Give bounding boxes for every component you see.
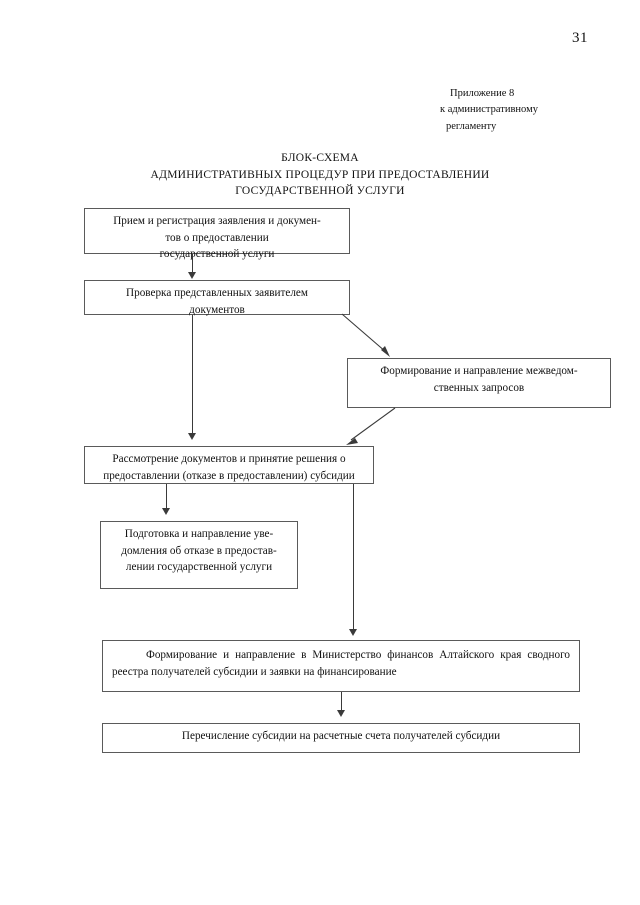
- edge-line: [192, 315, 193, 434]
- flow-node-review: Рассмотрение документов и принятие решен…: [84, 446, 374, 484]
- flow-node-interdepartmental-line-2: ственных запросов: [433, 381, 525, 394]
- flow-node-registry: Формирование и направление в Министерств…: [102, 640, 580, 692]
- appendix-line-3: регламенту: [446, 120, 497, 132]
- flow-node-review-line-2: предоставлении (отказе в предоставлении)…: [103, 469, 355, 482]
- arrowhead-icon: [162, 508, 170, 515]
- edge-line: [353, 484, 354, 630]
- flow-node-check-line-1: Проверка представленных заявителем: [126, 287, 308, 299]
- flow-node-refusal-notice-line-3: лении государственной услуги: [125, 561, 273, 574]
- diagonal-arrow-icon: [341, 313, 390, 357]
- flow-node-refusal-notice-line-1: Подготовка и направление уве-: [124, 528, 274, 540]
- arrowhead-icon: [349, 629, 357, 636]
- flow-node-transfer-text: Перечисление субсидии на расчетные счета…: [181, 730, 501, 742]
- flow-node-reception-line-2: тов о предоставлении: [165, 231, 269, 244]
- title-line-3: ГОСУДАРСТВЕННОЙ УСЛУГИ: [235, 185, 405, 198]
- title-line-2: АДМИНИСТРАТИВНЫХ ПРОЦЕДУР ПРИ ПРЕДОСТАВЛ…: [150, 168, 490, 181]
- flow-node-interdepartmental-line-1: Формирование и направление межведом-: [380, 365, 578, 377]
- flow-node-refusal-notice: Подготовка и направление уве- домления о…: [100, 521, 298, 589]
- appendix-reference: Приложение 8 к административному регламе…: [440, 86, 630, 135]
- edge-line: [166, 484, 167, 509]
- arrowhead-icon: [337, 710, 345, 717]
- arrowhead-icon: [188, 272, 196, 279]
- flow-node-review-line-1: Рассмотрение документов и принятие решен…: [112, 453, 346, 465]
- flow-node-registry-text: Формирование и направление в Министерств…: [112, 649, 570, 678]
- flow-node-reception-line-3: государственной услуги: [159, 248, 275, 261]
- flow-node-check: Проверка представленных заявителем докум…: [84, 280, 350, 316]
- flow-node-reception-line-1: Прием и регистрация заявления и докумен-: [113, 215, 321, 227]
- page-number: 31: [572, 30, 588, 46]
- flow-node-check-line-2: документов: [189, 303, 245, 316]
- appendix-line-1: Приложение 8: [450, 88, 515, 99]
- edge-check-to-interdepartmental: [340, 312, 400, 364]
- edge-interdepartmental-to-review: [337, 406, 399, 450]
- arrowhead-icon: [188, 433, 196, 440]
- title-line-1: БЛОК-СХЕМА: [281, 152, 359, 164]
- flow-node-refusal-notice-line-2: домления об отказе в предостав-: [121, 544, 277, 557]
- flow-node-reception: Прием и регистрация заявления и докумен-…: [84, 208, 350, 260]
- page-title: БЛОК-СХЕМА АДМИНИСТРАТИВНЫХ ПРОЦЕДУР ПРИ…: [70, 150, 570, 200]
- edge-line: [341, 692, 342, 711]
- diagonal-arrow-icon: [346, 407, 396, 445]
- flow-node-transfer: Перечисление субсидии на расчетные счета…: [102, 723, 580, 753]
- edge-line: [192, 254, 193, 274]
- appendix-line-2: к административному: [440, 104, 538, 116]
- flow-node-interdepartmental: Формирование и направление межведом- ств…: [347, 358, 611, 408]
